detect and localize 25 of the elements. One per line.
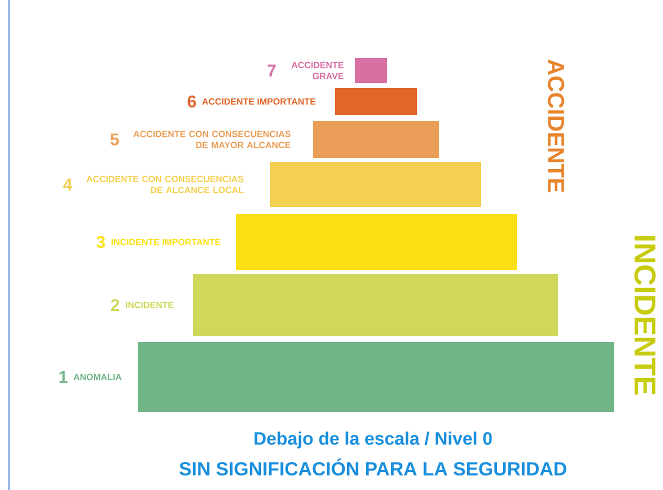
level-number: 1 <box>60 371 68 383</box>
level-label: ACCIDENTE CON CONSECUENCIAS DE MAYOR ALCANCE <box>134 130 290 148</box>
level-bar <box>236 214 517 270</box>
footer-text: Debajo de la escala / Nivel 0 <box>254 432 492 448</box>
level-bar <box>270 162 481 207</box>
level-bar <box>193 274 558 336</box>
level-bar <box>355 58 387 83</box>
level-label: INCIDENTE IMPORTANTE <box>112 238 220 246</box>
level-label: ACCIDENTE IMPORTANTE <box>202 98 316 105</box>
level-number: 5 <box>110 134 119 146</box>
level-bar <box>313 121 439 158</box>
level-label: ANOMALIA <box>74 374 122 380</box>
level-number: 6 <box>188 95 196 108</box>
level-number: 4 <box>63 178 72 190</box>
level-number: 3 <box>96 236 105 248</box>
level-label: INCIDENTE <box>126 302 174 308</box>
level-number: 7 <box>268 64 276 76</box>
vertical-heading: INCIDENTE <box>634 236 656 395</box>
level-label: ACCIDENTE GRAVE <box>292 62 344 80</box>
level-number: 2 <box>111 299 120 311</box>
level-bar <box>138 342 614 412</box>
level-bar <box>335 88 417 115</box>
footer-text: SIN SIGNIFICACIÓN PARA LA SEGURIDAD <box>180 458 566 476</box>
vertical-heading: ACCIDENTE <box>548 60 564 192</box>
level-label: ACCIDENTE CON CONSECUENCIAS DE ALCANCE LOCAL <box>86 176 244 194</box>
